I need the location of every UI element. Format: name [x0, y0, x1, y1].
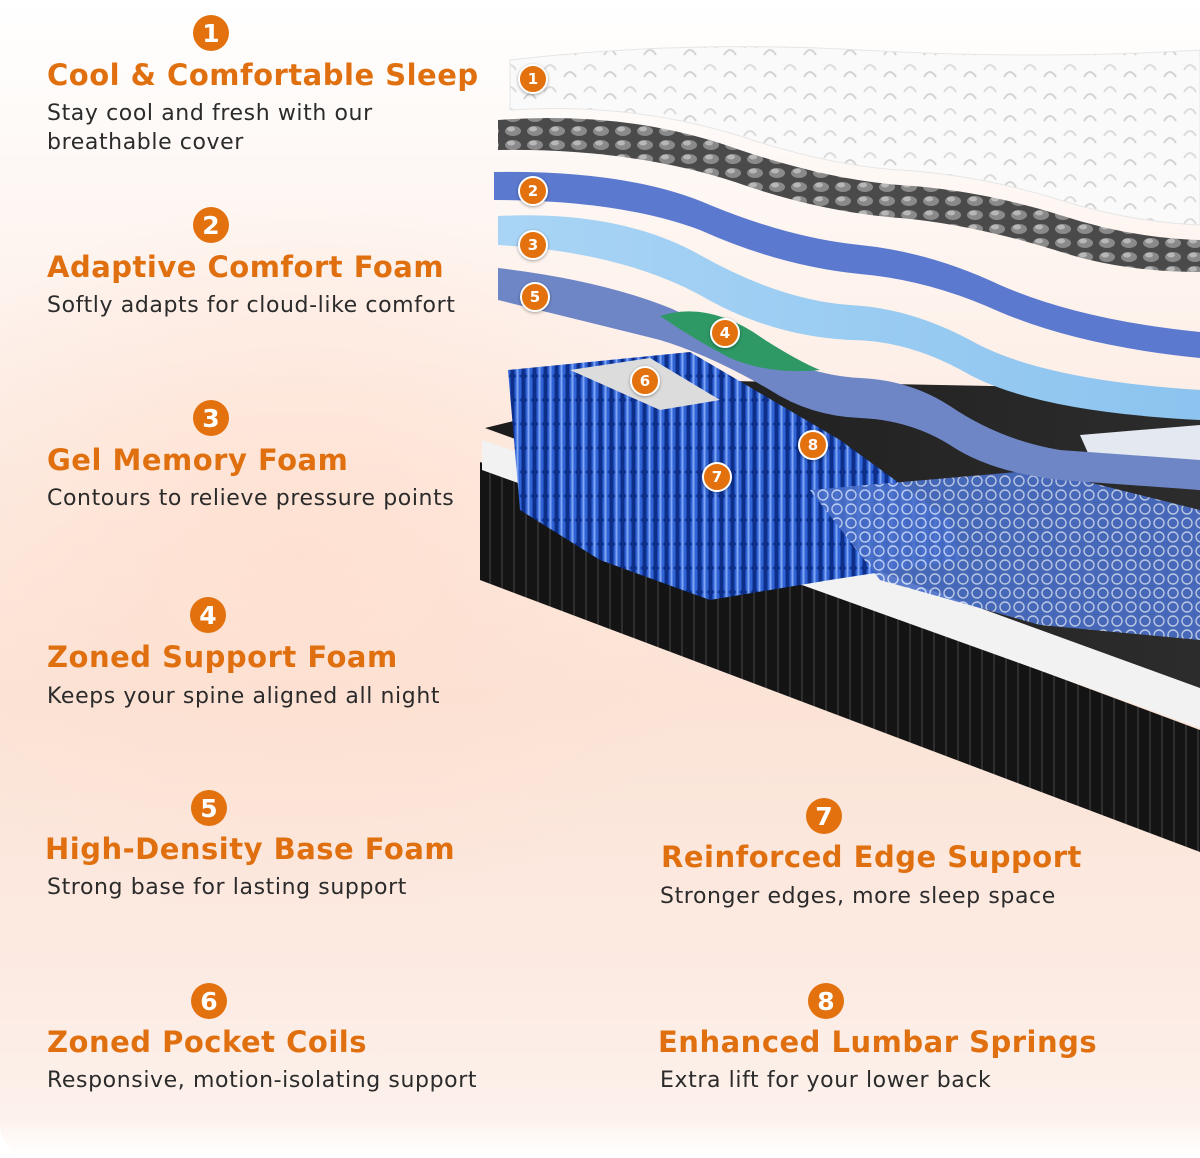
feature-number-badge: 3 [193, 400, 229, 436]
feature-title: Enhanced Lumbar Springs [658, 1025, 1098, 1059]
feature-title: Reinforced Edge Support [661, 840, 1082, 874]
gel-memory-foam-layer [498, 215, 1200, 420]
quilted-top-cover [509, 46, 1200, 226]
zoned-support-foam-insert [660, 311, 820, 372]
feature-number-badge: 7 [806, 798, 842, 834]
layer-marker-1: 1 [518, 64, 548, 94]
feature-description: Strong base for lasting support [47, 875, 407, 900]
layer-marker-3: 3 [518, 230, 548, 260]
mattress-drawing [480, 46, 1200, 852]
feature-description: Contours to relieve pressure points [47, 486, 455, 511]
layer-marker-4: 4 [710, 318, 740, 348]
layer-marker-8: 8 [798, 430, 828, 460]
feature-title: Zoned Pocket Coils [47, 1025, 367, 1059]
feature-title: Adaptive Comfort Foam [47, 250, 445, 284]
feature-title: Cool & Comfortable Sleep [47, 58, 479, 92]
adaptive-comfort-foam-layer [494, 171, 1200, 358]
feature-number-badge: 5 [191, 790, 227, 826]
feature-title: High-Density Base Foam [45, 832, 456, 866]
layer-marker-7: 7 [702, 462, 732, 492]
layer-marker-2: 2 [518, 176, 548, 206]
feature-description: Extra lift for your lower back [660, 1068, 992, 1093]
feature-number-badge: 2 [193, 207, 229, 243]
mattress-layers-illustration: 1 2 3 5 4 6 8 7 [480, 40, 1200, 900]
feature-description: Softly adapts for cloud-like comfort [47, 293, 456, 318]
feature-description: Stay cool and fresh with our breathable … [47, 101, 373, 155]
feature-number-badge: 1 [193, 15, 229, 51]
egg-crate-foam-layer [498, 118, 1200, 272]
feature-number-badge: 4 [190, 597, 226, 633]
layer-marker-6: 6 [630, 366, 660, 396]
feature-title: Zoned Support Foam [47, 640, 398, 674]
feature-description: Stronger edges, more sleep space [660, 884, 1056, 909]
feature-number-badge: 8 [808, 983, 844, 1019]
layer-marker-5: 5 [520, 282, 550, 312]
feature-description: Responsive, motion-isolating support [47, 1068, 478, 1093]
feature-number-badge: 6 [191, 983, 227, 1019]
pocket-coils-blue [508, 352, 960, 600]
pocket-coils-clear [810, 470, 1200, 640]
feature-description: Keeps your spine aligned all night [47, 684, 441, 709]
feature-title: Gel Memory Foam [47, 443, 349, 477]
